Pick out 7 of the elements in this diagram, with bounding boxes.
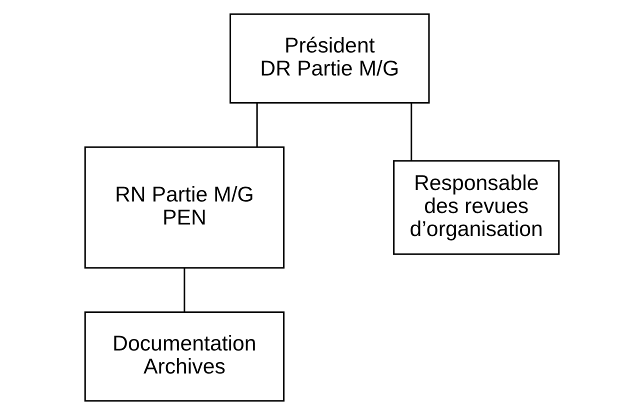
node-box: Documentation Archives [84,311,285,402]
connector [410,103,412,161]
node-box: RN Partie M/G PEN [84,146,285,269]
node-box: Responsable des revues d’organisation [393,160,560,255]
connector [184,268,186,312]
node-box: Président DR Partie M/G [230,13,430,104]
connector [256,103,258,147]
